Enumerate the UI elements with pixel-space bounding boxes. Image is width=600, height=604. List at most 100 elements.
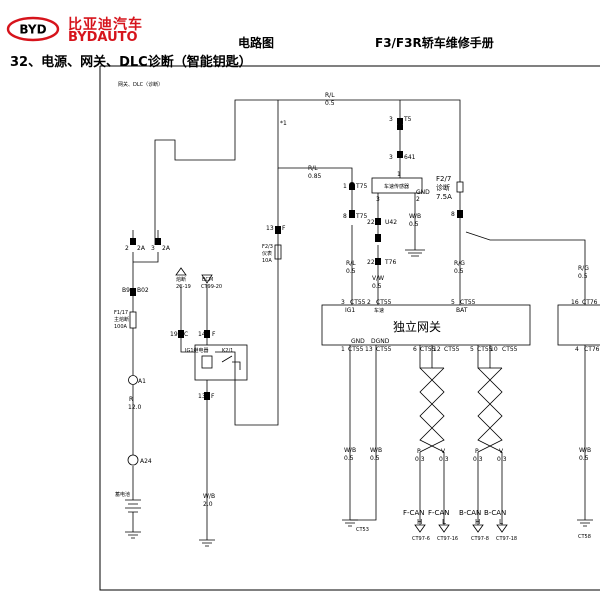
14f-pin: 14 <box>198 331 206 338</box>
note-star: *1 <box>280 120 287 127</box>
can-1-bus: F-CAN <box>403 509 424 517</box>
t75-top-name: T75 <box>355 183 367 190</box>
gw-top-name-3: CT55 <box>460 299 476 306</box>
can-3-bus: B-CAN <box>459 509 481 517</box>
right-pin-top-num: 16 <box>571 299 579 306</box>
wire-wb-gnd2-color: W/B <box>370 447 382 454</box>
wire-vw-color: V/W <box>372 275 384 282</box>
byd-logo: BYD <box>6 16 60 42</box>
wire-top-size: 0.5 <box>325 100 335 107</box>
brand-chinese: 比亚迪汽车 <box>68 17 143 33</box>
wire-wb-sensor-size: 0.5 <box>409 221 419 228</box>
gw-bot-name-6: CT55 <box>502 346 518 353</box>
wire-rl-gw-size: 0.5 <box>346 268 356 275</box>
13f-pin: 13 <box>266 225 274 232</box>
wire-rl-gw-color: R/L <box>346 260 356 267</box>
2a-left-name: 2A <box>137 245 146 252</box>
fuse-f27-name: F2/7 <box>436 175 451 183</box>
relay-k2: K2/1 <box>222 348 233 354</box>
can-4-pin: CT97-18 <box>496 536 517 542</box>
can-4-level: L <box>499 518 503 526</box>
logo-text: BYD <box>19 23 46 37</box>
can-wire-2-size: 0.3 <box>439 456 449 463</box>
gw-top-pin-1: 3 <box>341 299 345 306</box>
right-pin-bot-name: CT76 <box>584 346 600 353</box>
gw-bot-name-5: CT55 <box>477 346 493 353</box>
gw-top-name-1: CT55 <box>350 299 366 306</box>
fuse-main-rating: 100A <box>114 324 128 330</box>
gw-bot-name-3: CT55 <box>420 346 436 353</box>
wire-wb-gnd1-color: W/B <box>344 447 356 454</box>
t75-top-pin: 1 <box>343 183 347 190</box>
14f-name: F <box>212 331 216 338</box>
wire-top-color: R/L <box>325 92 335 99</box>
ground-ct58: CT58 <box>578 534 591 540</box>
can-wire-2-color: V <box>441 448 446 455</box>
gw-bot-pin-6: 10 <box>490 346 498 353</box>
wire-r-size: 12.0 <box>128 404 142 411</box>
t5-pin: 3 <box>389 116 393 123</box>
can-4-bus: B-CAN <box>484 509 506 517</box>
con-a1: A1 <box>138 378 146 385</box>
19c-pin: 19 <box>170 331 178 338</box>
ref-bcm-code: CT99-20 <box>201 284 222 290</box>
gw-top-name-2: CT55 <box>376 299 392 306</box>
wire-wb-gnd1-size: 0.5 <box>344 455 354 462</box>
fuse-f27-desc: 诊断 <box>436 183 450 192</box>
gw-bot-name-2: CT55 <box>376 346 392 353</box>
13f-b-name: F <box>211 393 215 400</box>
right-pin-bot-num: 4 <box>575 346 579 353</box>
gw-bot-func-2: DGND <box>371 338 390 345</box>
wire-mid-size: 0.85 <box>308 173 322 180</box>
t75-bot-name: T75 <box>355 213 367 220</box>
ref-2c19-title: 熔断 <box>176 276 186 283</box>
ref-bcm-title: BCM <box>202 277 213 283</box>
fuse-f23-name: F2/3 <box>262 244 273 250</box>
wire-rg-right-color: R/G <box>578 265 589 272</box>
b9-right: B02 <box>137 287 149 294</box>
t75-bot-pin: 8 <box>343 213 347 220</box>
gw-bot-pin-5: 5 <box>470 346 474 353</box>
641-pin: 3 <box>389 154 393 161</box>
b9-left: B9 <box>122 287 130 294</box>
can-1-pin: CT97-6 <box>412 536 430 542</box>
brand-english: BYDAUTO <box>68 30 138 45</box>
can-1-level: H <box>417 518 422 526</box>
battery-label: 蓄电池 <box>115 491 130 498</box>
641-name: 641 <box>404 154 416 161</box>
wire-wb-sensor-color: W/B <box>409 213 421 220</box>
wire-rg-right-size: 0.5 <box>578 273 588 280</box>
2a-right-name: 2A <box>162 245 171 252</box>
wire-wb-right-size: 0.5 <box>579 455 589 462</box>
speed-pin-right: 2 <box>416 196 420 203</box>
t76-pin: 22 <box>367 259 375 266</box>
gw-bot-pin-1: 1 <box>341 346 345 353</box>
t76-name: T76 <box>384 259 396 266</box>
wire-wb-right-color: W/B <box>579 447 591 454</box>
gw-top-func-2: 车速 <box>374 307 384 314</box>
header-right-title: F3/F3R轿车维修手册 <box>375 36 494 50</box>
wire-wb-gnd2-size: 0.5 <box>370 455 380 462</box>
wire-rg-gw-color: R/G <box>454 260 465 267</box>
13f-name: F <box>282 225 286 232</box>
fuse-f23-rating: 10A <box>262 258 272 264</box>
can-wire-1-size: 0.3 <box>415 456 425 463</box>
13f-b-pin: 13 <box>198 393 206 400</box>
gw-top-pin-3: 5 <box>451 299 455 306</box>
gw-bot-pin-3: 6 <box>413 346 417 353</box>
can-wire-1-color: P <box>417 448 421 455</box>
u42-name: U42 <box>385 219 397 226</box>
fuse-f23-desc: 仪表 <box>262 250 272 257</box>
wire-wb-20-color: W/B <box>203 493 215 500</box>
speed-sensor-label: 车速传感器 <box>384 183 409 190</box>
fuse-main-desc: 主熔断 <box>114 316 129 323</box>
19c-name: C <box>184 331 188 338</box>
can-wire-4-size: 0.3 <box>497 456 507 463</box>
can-2-pin: CT97-16 <box>437 536 458 542</box>
con-a24: A24 <box>140 458 152 465</box>
relay-label: IG1继电器 <box>185 347 209 354</box>
wire-mid-color: R/L <box>308 165 318 172</box>
wire-r-color: R <box>129 396 133 403</box>
can-wire-3-size: 0.3 <box>473 456 483 463</box>
